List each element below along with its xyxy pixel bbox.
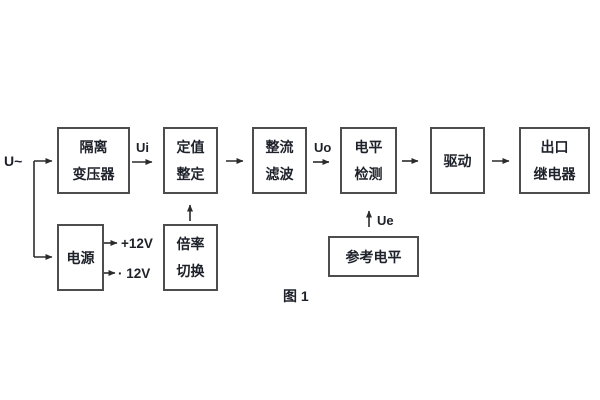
- box-power-supply: 电源: [57, 224, 104, 291]
- box-ratio-switching: 倍率 切换: [163, 224, 218, 291]
- box-output-relay-line1: 出口: [540, 139, 569, 155]
- box-setpoint-setting: 定值 整定: [163, 127, 218, 194]
- box-setpoint-setting-line1: 定值: [176, 139, 205, 155]
- box-ratio-switching-line1: 倍率: [176, 236, 205, 252]
- box-rectifier-filter-line2: 滤波: [265, 166, 294, 182]
- box-reference-level-line1: 参考电平: [345, 248, 402, 265]
- box-reference-level: 参考电平: [328, 236, 419, 277]
- box-rectifier-filter-line1: 整流: [265, 139, 294, 155]
- box-level-detection-line2: 检测: [354, 166, 383, 182]
- label-ue: Ue: [377, 213, 394, 228]
- box-ratio-switching-line2: 切换: [176, 263, 205, 279]
- box-isolation-transformer-line2: 变压器: [72, 166, 115, 182]
- box-setpoint-setting-line2: 整定: [176, 166, 205, 182]
- box-drive-line1: 驱动: [443, 152, 472, 169]
- box-power-supply-line1: 电源: [66, 249, 95, 266]
- label-ui: Ui: [136, 140, 149, 155]
- box-isolation-transformer-line1: 隔离: [79, 139, 108, 155]
- label-plus-12v: +12V: [121, 236, 153, 251]
- box-output-relay: 出口 继电器: [519, 127, 590, 194]
- box-rectifier-filter: 整流 滤波: [252, 127, 307, 194]
- label-minus-12v: · 12V: [118, 266, 151, 281]
- box-isolation-transformer: 隔离 变压器: [57, 127, 130, 194]
- box-level-detection: 电平 检测: [340, 127, 397, 194]
- box-output-relay-line2: 继电器: [533, 166, 576, 182]
- label-uo: Uo: [314, 140, 332, 155]
- box-drive: 驱动: [430, 127, 485, 194]
- box-level-detection-line1: 电平: [354, 139, 383, 155]
- label-input-voltage: U~: [4, 153, 23, 169]
- figure-caption: 图 1: [283, 288, 309, 304]
